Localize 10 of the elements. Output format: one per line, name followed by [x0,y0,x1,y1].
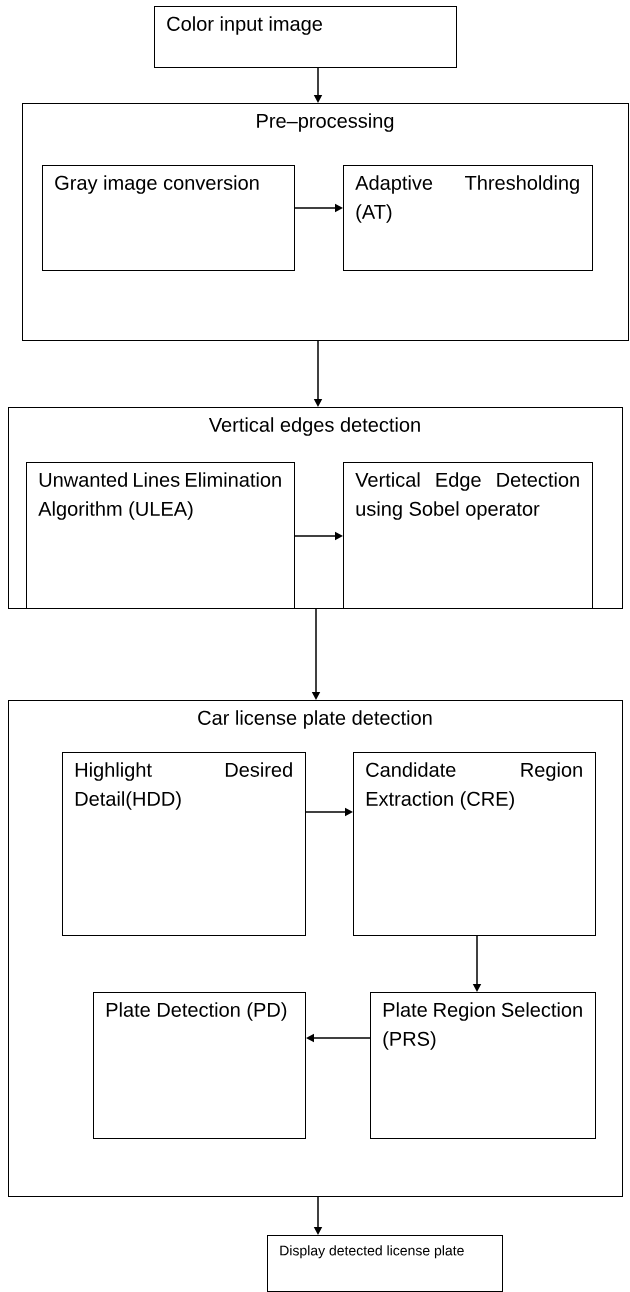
process-box: Candidate Region Extraction (CRE) [353,752,596,936]
process-box: Adaptive Thresholding (AT) [343,165,593,271]
process-box: Highlight Desired Detail(HDD) [62,752,306,936]
process-box: Color input image [154,6,457,68]
process-box: Gray image conversion [42,165,295,271]
process-box: Unwanted Lines Elimination Algorithm (ULEA) [26,462,295,609]
process-box: Plate Detection (PD) [93,992,306,1139]
process-box: Plate Region Selection (PRS) [370,992,596,1139]
process-box: Vertical Edge Detection using Sobel operator [343,462,593,609]
process-box: Display detected license plate [267,1235,503,1292]
